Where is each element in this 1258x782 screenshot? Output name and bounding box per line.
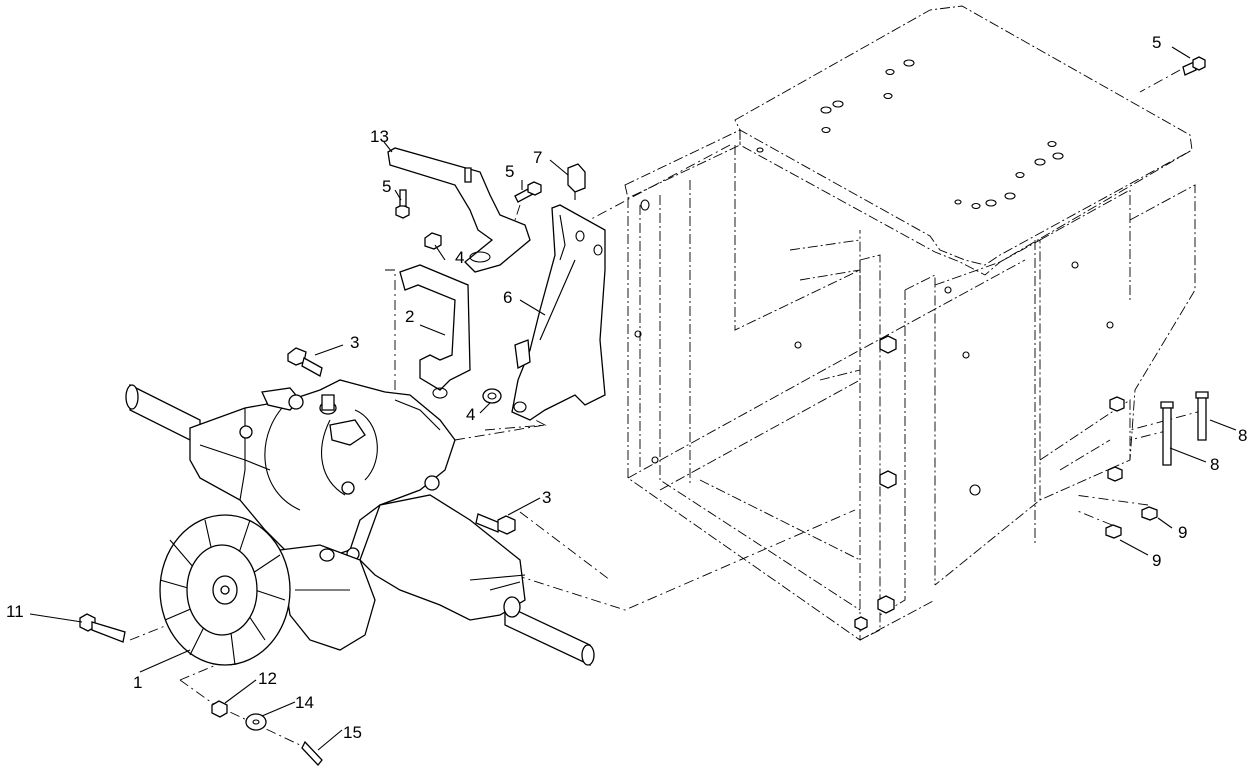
callout-7: 7 — [533, 148, 542, 167]
callout-8-right: 8 — [1238, 426, 1247, 445]
callout-5-left: 5 — [382, 177, 391, 196]
frame-chassis — [624, 5, 1196, 641]
callout-5-mid: 5 — [505, 162, 514, 181]
transaxle-assembly — [125, 379, 595, 667]
callout-3-upper: 3 — [350, 333, 359, 352]
assembly-centerlines — [129, 69, 1206, 746]
callout-5-frame: 5 — [1152, 33, 1161, 52]
callout-4-lower: 4 — [466, 405, 475, 424]
bracket-part-13 — [387, 147, 531, 273]
callout-9-left: 9 — [1152, 551, 1161, 570]
callout-3-lower: 3 — [542, 488, 551, 507]
bracket-part-2 — [399, 264, 471, 399]
callout-14: 14 — [295, 693, 314, 712]
callout-6: 6 — [503, 288, 512, 307]
callout-2: 2 — [405, 307, 414, 326]
callout-9-right: 9 — [1178, 523, 1187, 542]
callout-8-mid: 8 — [1210, 455, 1219, 474]
fasteners — [79, 56, 1209, 766]
callout-15: 15 — [343, 723, 362, 742]
callout-4-upper: 4 — [455, 248, 464, 267]
bracket-part-6 — [511, 204, 606, 421]
callout-labels: 1 2 3 3 4 4 5 5 5 6 7 8 8 9 9 11 12 13 1… — [6, 33, 1247, 742]
cooling-fan — [159, 514, 291, 666]
callout-1: 1 — [133, 673, 142, 692]
callout-11: 11 — [6, 602, 24, 621]
callout-12: 12 — [258, 669, 277, 688]
callout-13: 13 — [370, 127, 389, 146]
leader-lines — [29, 46, 1237, 751]
